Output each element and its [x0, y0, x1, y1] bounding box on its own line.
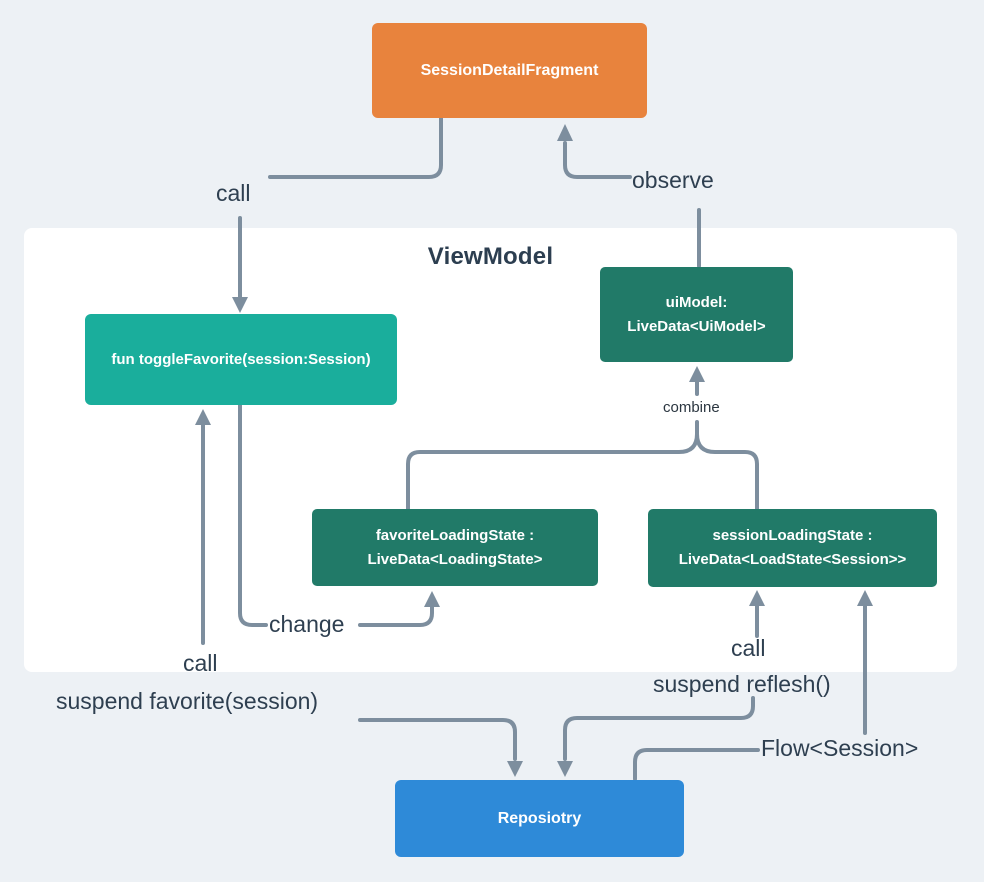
edge-label-flow-session: Flow<Session> — [761, 735, 919, 761]
arrowhead-into-sessloading-right — [857, 590, 873, 606]
edge-label-observe: observe — [632, 167, 714, 193]
node-favorite-loading-state: favoriteLoadingState : LiveData<LoadingS… — [312, 509, 598, 586]
node-repository: Reposiotry — [395, 780, 684, 857]
edge-suspendfavorite-to-repo — [358, 718, 517, 761]
edge-label-call-left: call — [183, 650, 218, 676]
node-session-loading-state: sessionLoadingState : LiveData<LoadState… — [648, 509, 937, 587]
viewmodel-title: ViewModel — [427, 243, 554, 270]
node-toggle-favorite-function: fun toggleFavorite(session:Session) — [85, 314, 397, 405]
edge-label-suspend-favorite: suspend favorite(session) — [56, 688, 319, 714]
node-repository-label: Reposiotry — [497, 809, 582, 827]
edge-change-to-favloading — [358, 605, 434, 627]
node-ui-model-livedata: uiModel: LiveData<UiModel> — [600, 267, 793, 362]
node-favorite-loading-line1: favoriteLoadingState : — [375, 526, 535, 544]
arrowhead-into-sessloading-left — [749, 590, 765, 606]
edge-label-suspend-reflesh: suspend reflesh() — [653, 671, 831, 697]
edge-combine-bracket-left — [406, 420, 699, 511]
edge-combine-bracket-right — [695, 432, 759, 511]
arrowhead-into-uimodel-bottom — [689, 366, 705, 382]
edge-toggle-to-change — [238, 403, 268, 627]
edge-suspendreflesh-to-repo — [563, 696, 755, 761]
arrowhead-into-fragment-bottom — [557, 124, 573, 141]
node-session-loading-line1: sessionLoadingState : — [712, 527, 873, 544]
edge-label-change: change — [269, 611, 345, 637]
node-session-detail-fragment: SessionDetailFragment — [372, 23, 647, 118]
node-session-loading-line2: LiveData<LoadState<Session>> — [678, 551, 907, 568]
arrowhead-into-repo-left — [507, 761, 523, 777]
arrowhead-into-toggle-bottom — [195, 409, 211, 425]
node-favorite-loading-line2: LiveData<LoadingState> — [367, 550, 543, 568]
node-session-detail-fragment-label: SessionDetailFragment — [420, 61, 599, 79]
edge-label-call-right: call — [731, 635, 766, 661]
node-toggle-favorite-label: fun toggleFavorite(session:Session) — [111, 350, 371, 368]
node-ui-model-line1: uiModel: — [665, 293, 728, 311]
node-ui-model-line2: LiveData<UiModel> — [627, 317, 766, 335]
edge-label-combine: combine — [663, 399, 720, 416]
edge-label-call-top: call — [216, 180, 251, 206]
edge-repo-to-flow — [633, 748, 760, 781]
edge-observe-to-fragment — [563, 141, 632, 179]
arrowhead-into-favloading-bottom — [424, 591, 440, 607]
arrowhead-into-toggle-top — [232, 297, 248, 313]
edge-fragment-to-call — [268, 116, 443, 179]
arrowhead-into-repo-mid — [557, 761, 573, 777]
